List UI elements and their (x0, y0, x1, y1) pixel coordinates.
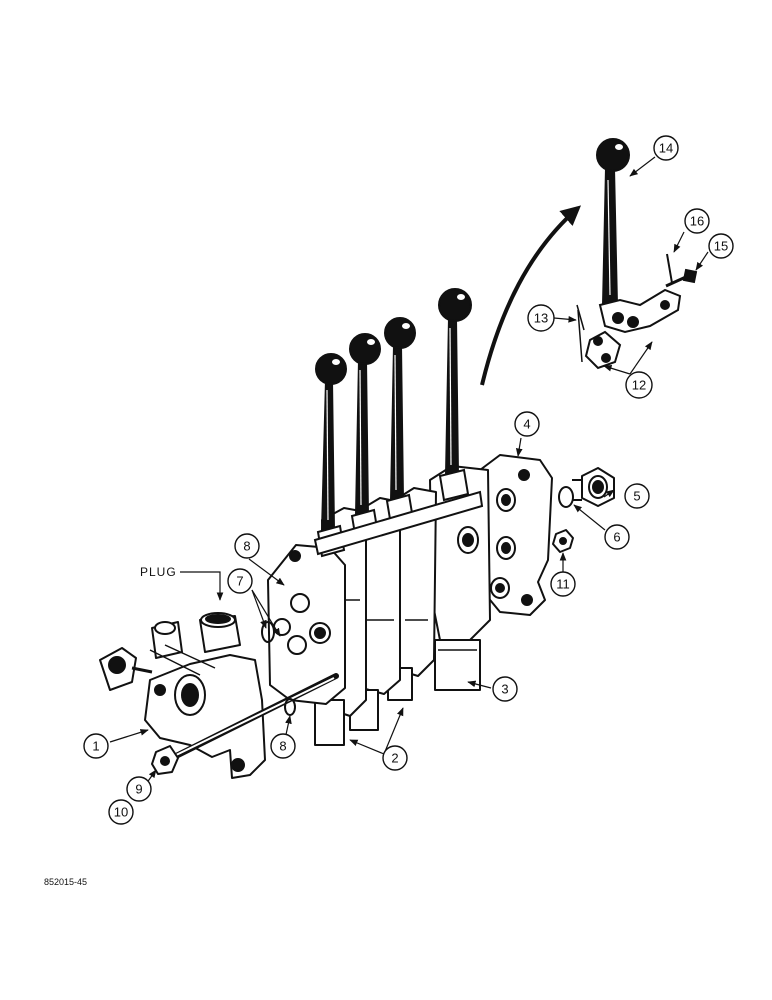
o-ring-left-lower (284, 698, 296, 716)
svg-text:6: 6 (613, 530, 620, 545)
control-levers (313, 288, 484, 558)
fitting-o-ring (558, 486, 574, 508)
relief-valve-cover (144, 612, 266, 779)
svg-text:4: 4 (523, 417, 530, 432)
lever-4 (438, 288, 472, 502)
svg-text:11: 11 (556, 577, 570, 592)
svg-text:14: 14 (659, 141, 673, 156)
svg-text:9: 9 (135, 782, 142, 797)
hex-nut (552, 529, 574, 553)
callout-3: 3 (492, 676, 518, 702)
callout-2: 2 (382, 745, 408, 771)
callout-8-lower: 8 (270, 733, 296, 759)
callout-12: 12 (625, 371, 653, 399)
callout-13: 13 (527, 304, 555, 332)
lever-1 (315, 353, 347, 558)
plug-label: PLUG (140, 565, 177, 579)
callout-11: 11 (550, 571, 576, 597)
svg-text:7: 7 (236, 574, 243, 589)
svg-text:12: 12 (632, 378, 646, 393)
svg-text:15: 15 (714, 239, 728, 254)
callout-8-upper: 8 (234, 533, 260, 559)
svg-text:8: 8 (279, 739, 286, 754)
svg-text:16: 16 (690, 214, 704, 229)
callout-4: 4 (514, 411, 540, 437)
inlet-section (267, 544, 346, 705)
callout-bubbles: 1 2 3 4 5 6 7 8 8 9 10 11 12 13 14 15 16 (83, 135, 734, 825)
callout-6: 6 (604, 524, 630, 550)
lever-detail-view (480, 138, 698, 386)
svg-text:13: 13 (534, 311, 548, 326)
callout-15: 15 (708, 233, 734, 259)
tie-rod (165, 673, 339, 763)
valve-section-3 (387, 487, 437, 701)
outlet-cover (479, 454, 553, 616)
callout-5: 5 (624, 483, 650, 509)
callout-9: 9 (126, 776, 152, 802)
svg-text:10: 10 (114, 805, 128, 820)
callout-1: 1 (83, 733, 109, 759)
svg-text:3: 3 (501, 682, 508, 697)
relief-adjuster (99, 647, 153, 691)
lever-linkage (313, 490, 484, 556)
figure-code: 852015-45 (44, 877, 87, 887)
callout-10: 10 (108, 799, 134, 825)
tie-rod-nut (151, 745, 179, 775)
callout-16: 16 (684, 208, 710, 234)
svg-text:2: 2 (391, 751, 398, 766)
svg-text:8: 8 (243, 539, 250, 554)
svg-text:5: 5 (633, 489, 640, 504)
detail-arrow (480, 205, 582, 386)
callout-14: 14 (653, 135, 679, 161)
callout-7: 7 (227, 568, 253, 594)
svg-text:1: 1 (92, 739, 99, 754)
leader-lines (109, 156, 709, 785)
fitting (572, 467, 615, 507)
valve-assembly (99, 454, 615, 779)
